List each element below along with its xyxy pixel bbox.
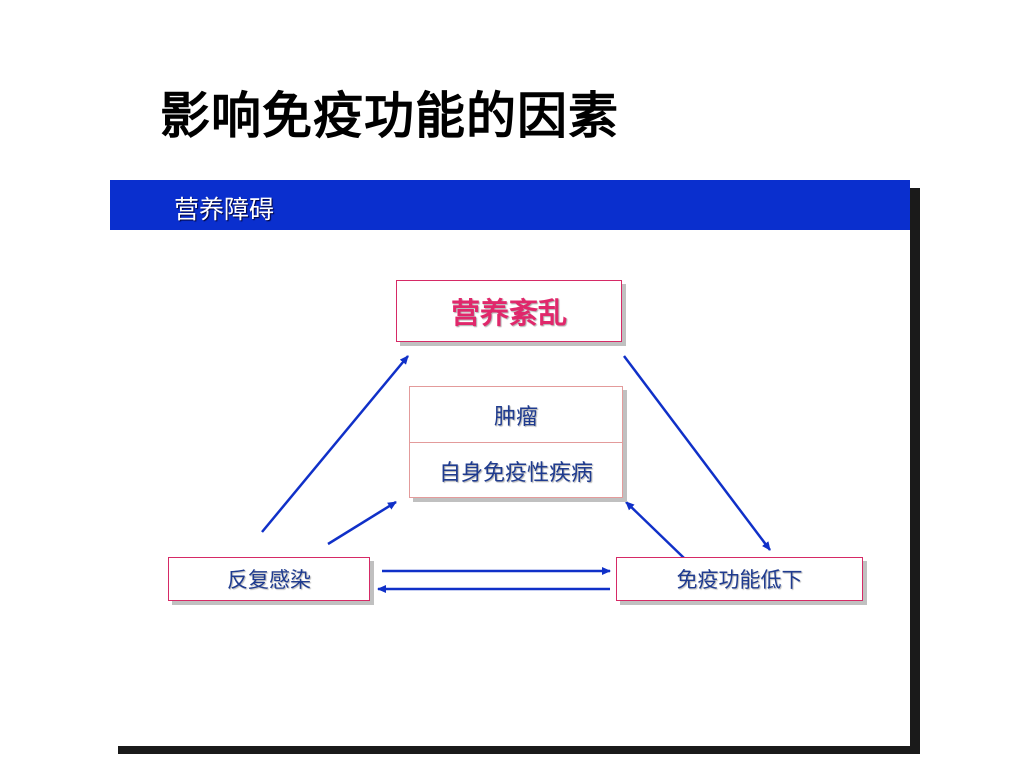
content-panel: 营养障碍 营养紊乱 肿瘤 自身免疫性疾病 反复感染 免疫功能低下 xyxy=(110,180,910,746)
center-item-autoimmune: 自身免疫性疾病 xyxy=(438,460,593,486)
node-center-factors: 肿瘤 自身免疫性疾病 xyxy=(409,386,623,498)
arrow-nutrition-to-immunodeficiency xyxy=(623,355,771,551)
slide-title: 影响免疫功能的因素 xyxy=(160,87,619,145)
node-immunodeficiency: 免疫功能低下 xyxy=(616,557,863,601)
arrow-layer xyxy=(261,355,771,593)
node-nutrition-disorder-label: 营养紊乱 xyxy=(450,296,567,330)
node-recurrent-infection: 反复感染 xyxy=(168,557,370,601)
banner-label: 营养障碍 xyxy=(174,195,275,224)
center-item-tumor: 肿瘤 xyxy=(410,387,622,443)
arrow-infection-to-nutrition xyxy=(261,355,409,533)
section-banner: 营养障碍 xyxy=(110,180,910,230)
node-nutrition-disorder: 营养紊乱 xyxy=(396,280,622,342)
arrow-immunodeficiency-to-center xyxy=(625,501,685,559)
node-recurrent-infection-label: 反复感染 xyxy=(227,568,311,592)
arrow-infection-to-center xyxy=(327,500,397,546)
node-immunodeficiency-label: 免疫功能低下 xyxy=(676,568,803,592)
